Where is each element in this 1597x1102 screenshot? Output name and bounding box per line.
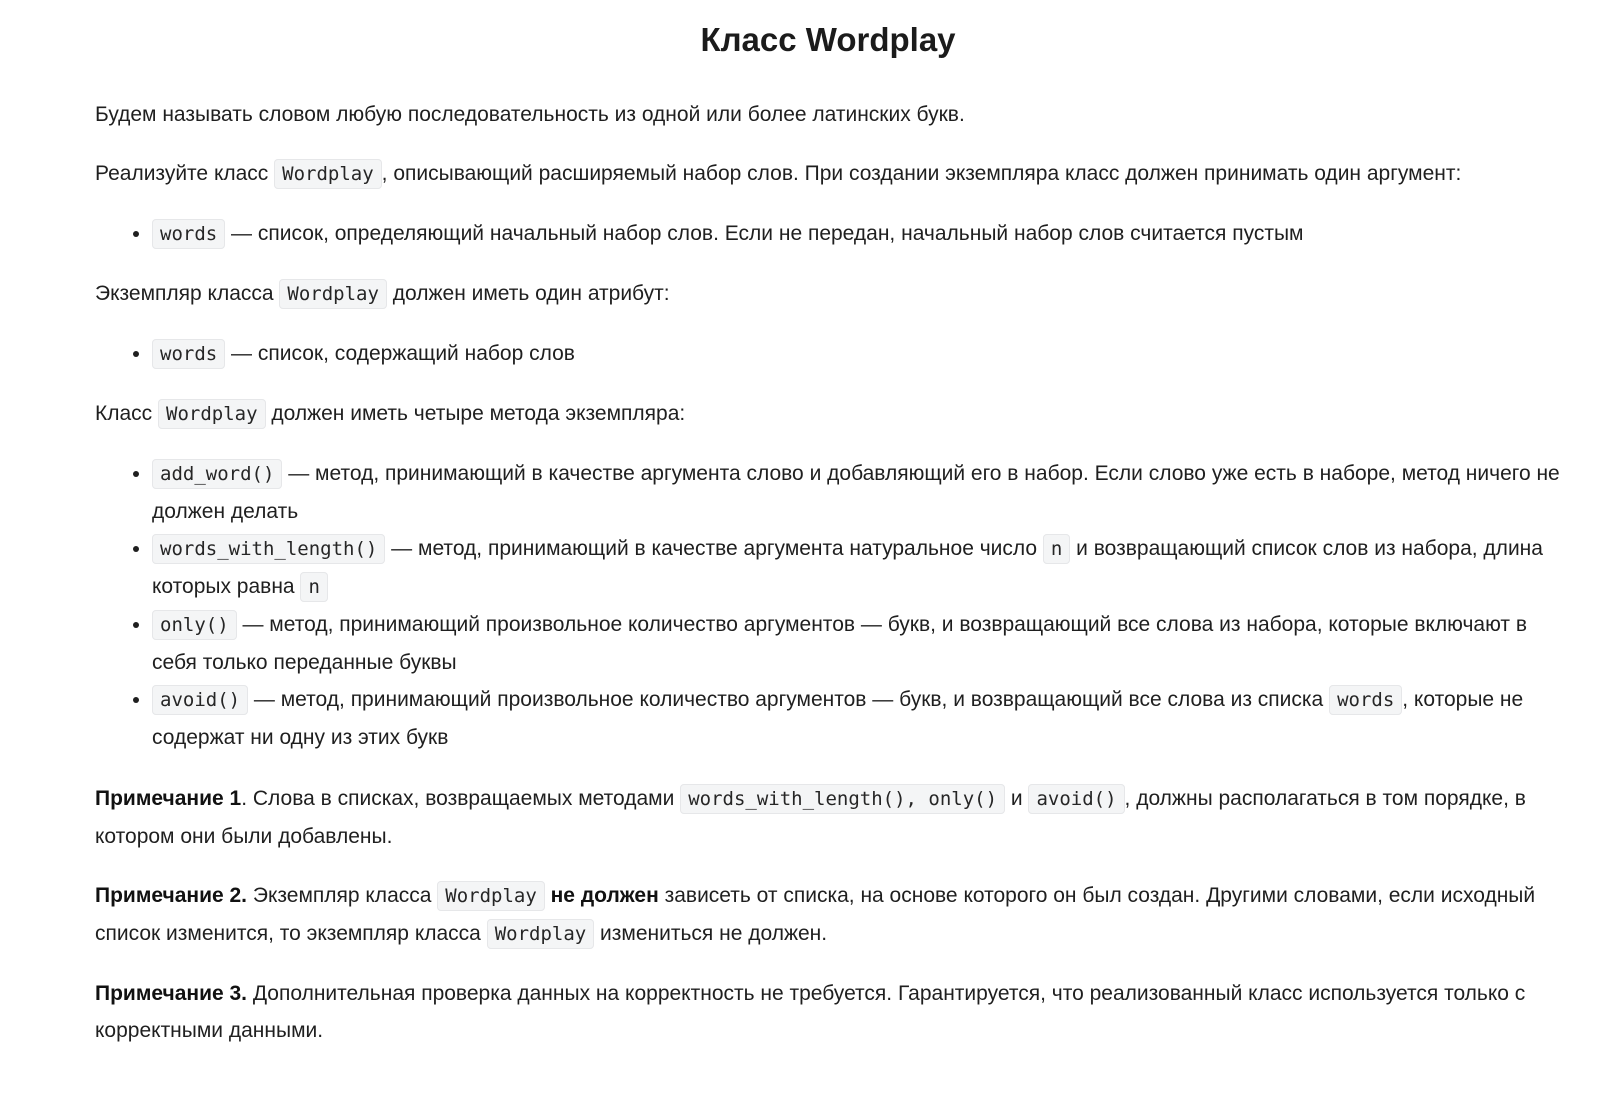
list-item-words-arg: words — список, определяющий начальный н… <box>152 215 1561 253</box>
methods-list: add_word() — метод, принимающий в качест… <box>95 455 1561 756</box>
code-wordplay: Wordplay <box>158 399 266 429</box>
attribute-paragraph: Экземпляр класса Wordplay должен иметь о… <box>95 275 1561 313</box>
text-span: должен иметь четыре метода экземпляра: <box>265 402 686 425</box>
text-span: зависеть от списка, на основе которого о… <box>95 884 1536 945</box>
code-wordplay: Wordplay <box>279 279 387 309</box>
code-words: words <box>152 219 226 249</box>
list-item-words-attr: words — список, содержащий набор слов <box>152 335 1561 373</box>
methods-paragraph: Класс Wordplay должен иметь четыре метод… <box>95 395 1561 433</box>
list-item-words-with-length: words_with_length() — метод, принимающий… <box>152 530 1561 606</box>
text-span: — список, содержащий набор слов <box>225 342 575 365</box>
bold-text: не должен <box>544 884 659 907</box>
code-n: n <box>1042 534 1071 564</box>
text-span: , должны располагаться в том порядке, в … <box>95 787 1526 848</box>
page-title: Класс Wordplay <box>700 21 956 58</box>
code-add-word: add_word() <box>152 459 283 489</box>
code-words-with-length: words_with_length() <box>152 534 386 564</box>
code-wordplay: Wordplay <box>274 159 382 189</box>
text-span: Класс <box>95 402 158 425</box>
list-item-add-word: add_word() — метод, принимающий в качест… <box>152 455 1561 530</box>
text-span: — метод, принимающий в качестве аргумент… <box>385 537 1043 560</box>
note-2: Примечание 2. Экземпляр класса Wordplay … <box>95 877 1561 953</box>
text-span: должен иметь один атрибут: <box>386 282 670 305</box>
text-span: , описывающий расширяемый набор слов. Пр… <box>381 162 1462 185</box>
arguments-list: words — список, определяющий начальный н… <box>95 215 1561 253</box>
list-item-avoid: avoid() — метод, принимающий произвольно… <box>152 681 1561 756</box>
text-span: — метод, принимающий произвольное количе… <box>248 688 1330 711</box>
text-span: — список, определяющий начальный набор с… <box>225 222 1304 245</box>
note-label: Примечание 3. <box>95 982 248 1005</box>
code-words: words <box>1329 685 1403 715</box>
text-span: измениться не должен. <box>594 922 828 945</box>
text-span: Дополнительная проверка данных на коррек… <box>95 982 1526 1042</box>
text-span: — метод, принимающий в качестве аргумент… <box>152 462 1560 523</box>
text-span: и <box>1005 787 1029 810</box>
intro-paragraph: Будем называть словом любую последовател… <box>95 103 965 126</box>
text-span: Экземпляр класса <box>95 282 280 305</box>
code-wordplay: Wordplay <box>486 919 595 949</box>
code-n: n <box>300 572 328 602</box>
code-avoid: avoid() <box>1028 784 1125 814</box>
code-methods: words_with_length(), only() <box>680 784 1006 814</box>
note-label: Примечание 2. <box>95 884 248 907</box>
attributes-list: words — список, содержащий набор слов <box>95 335 1561 373</box>
code-only: only() <box>152 610 237 640</box>
code-wordplay: Wordplay <box>437 881 545 911</box>
text-span: и возвращающий список слов из набора, дл… <box>152 537 1543 598</box>
implementation-paragraph: Реализуйте класс Wordplay, описывающий р… <box>95 155 1561 193</box>
code-avoid: avoid() <box>152 685 249 715</box>
text-span: , которые не содержат ни одну из этих бу… <box>152 688 1524 749</box>
list-item-only: only() — метод, принимающий произвольное… <box>152 606 1561 681</box>
text-span: Реализуйте класс <box>95 162 275 185</box>
text-span: . Слова в списках, возвращаемых методами <box>241 787 681 810</box>
note-1: Примечание 1. Слова в списках, возвращае… <box>95 780 1561 855</box>
code-words: words <box>152 339 226 369</box>
note-3: Примечание 3. Дополнительная проверка да… <box>95 975 1561 1049</box>
note-label: Примечание 1 <box>95 787 242 810</box>
text-span: Экземпляр класса <box>247 884 438 907</box>
text-span: — метод, принимающий произвольное количе… <box>152 613 1527 674</box>
